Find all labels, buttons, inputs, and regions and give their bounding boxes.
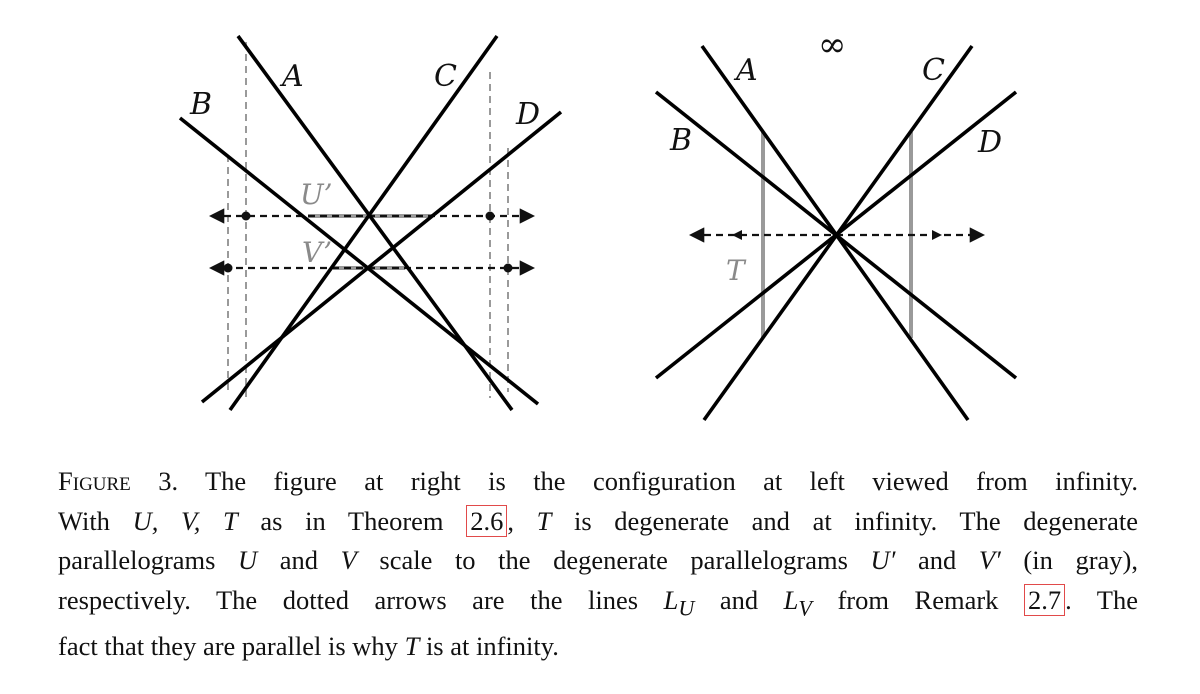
label-a-left: A [279,59,304,94]
caption-text: and [694,584,784,615]
caption-text: With [58,505,133,536]
caption-figure-word: Figure [58,466,131,496]
caption-text: , [507,505,537,536]
label-t: T [726,254,747,287]
caption-line: fact that they are parallel is why T is … [58,627,1138,667]
line-a-left [236,34,514,412]
inner-arrowhead-left [732,230,742,240]
caption-text: . The [1065,584,1138,615]
line-d-right [654,90,1018,380]
caption-text: is at infinity. [419,631,559,662]
point-dot [241,211,251,221]
caption-math: T [404,631,420,662]
caption-text: from Remark [811,584,1024,615]
caption-text: fact that they are parallel is why [58,631,405,662]
label-d-left: D [515,97,540,132]
label-d-right: D [977,125,1002,160]
line-d-left [200,110,563,404]
caption-text: is degenerate and at infinity. The degen… [551,505,1139,536]
label-v-prime: V’ [302,236,332,269]
theorem-reference-link[interactable]: 2.6 [466,504,508,537]
caption-math: L [783,584,799,615]
label-b-right: B [669,123,692,158]
label-c-left: C [434,59,457,94]
caption-math: U, V, T [132,505,238,536]
caption-line: Figure 3. The figure at right is the con… [58,462,1138,502]
caption-text: The figure at right is the configuration… [204,466,1139,496]
caption-math: V′ [978,545,1001,575]
caption-text: and [895,545,979,575]
caption-math: T [536,505,552,536]
caption-math: U′ [870,545,896,575]
left-panel: A B C D U’ V’ [178,34,563,412]
caption-text: respectively. The dotted arrows are the … [58,584,664,615]
caption-math: U [238,545,258,575]
caption-text: as in Theorem [237,505,467,536]
figure-3-diagram: A B C D U’ V’ ∞ A B C D T [178,25,1018,422]
caption-line: With U, V, T as in Theorem 2.6, T is deg… [58,502,1138,542]
label-infinity: ∞ [818,25,846,65]
point-dot [503,263,513,273]
point-dot [223,263,233,273]
caption-text: and [257,545,341,575]
figure-caption: Figure 3. The figure at right is the con… [58,462,1138,667]
line-c-left [228,34,499,412]
right-panel: ∞ A B C D T [654,25,1018,422]
caption-text: parallelograms [58,545,239,575]
caption-line: parallelograms U and V scale to the dege… [58,541,1138,581]
label-a-right: A [733,53,758,88]
label-c-right: C [922,53,945,88]
remark-reference-link[interactable]: 2.7 [1023,583,1066,616]
point-dot [485,211,495,221]
label-b-left: B [189,87,212,122]
caption-math: V [340,545,357,575]
inner-arrowhead-right [932,230,942,240]
label-u-prime: U’ [300,178,333,211]
caption-math: L [663,584,679,615]
caption-math-subscript: V [798,594,812,620]
caption-math-subscript: U [678,594,695,620]
caption-line: respectively. The dotted arrows are the … [58,581,1138,628]
line-b-left [178,116,540,406]
caption-figure-number: 3. [158,466,179,496]
caption-text: (in gray), [1000,545,1138,575]
caption-text: scale to the degenerate parallelograms [356,545,871,575]
